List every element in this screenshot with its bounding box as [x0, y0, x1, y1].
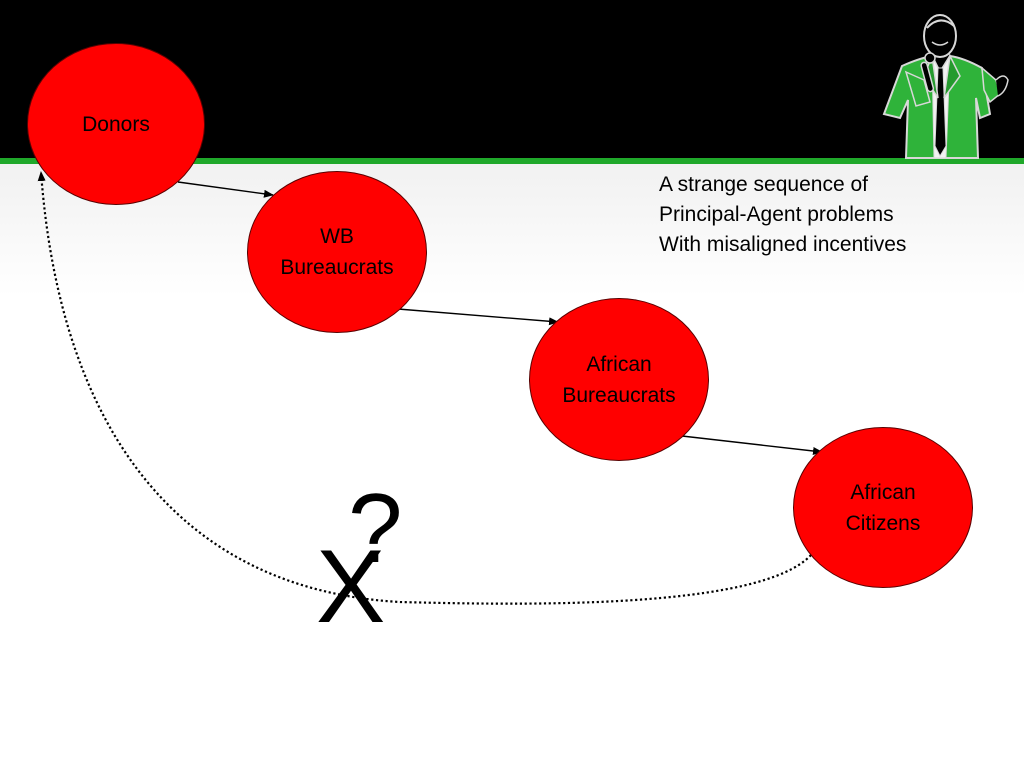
node-donors-label: Donors	[82, 112, 150, 136]
caption-line-3: With misaligned incentives	[659, 233, 907, 256]
caption-text: A strange sequence of Principal-Agent pr…	[659, 170, 906, 260]
question-mark: ?	[348, 473, 403, 583]
cross-mark: X	[316, 529, 386, 645]
arrow-african-bureaucrats-to-citizens	[681, 435, 823, 455]
caption-line-1: A strange sequence of	[659, 173, 868, 196]
node-wb-bureaucrats: WB Bureaucrats	[247, 171, 427, 333]
node-african-bureaucrats-label: African Bureaucrats	[562, 352, 676, 407]
node-african-citizens: African Citizens	[793, 427, 973, 588]
presenter-with-microphone-icon	[882, 14, 1009, 159]
header-green-rule	[0, 158, 1024, 164]
caption-line-2: Principal-Agent problems	[659, 203, 894, 226]
node-african-citizens-label: African Citizens	[845, 480, 921, 535]
node-donors: Donors	[27, 43, 205, 205]
arrow-donors-to-wb	[177, 181, 274, 198]
node-wb-bureaucrats-label: WB Bureaucrats	[280, 225, 394, 279]
dotted-feedback-arrow-citizens-to-donors	[37, 171, 812, 605]
arrow-wb-to-african-bureaucrats	[397, 308, 559, 326]
node-african-bureaucrats: African Bureaucrats	[529, 298, 709, 461]
